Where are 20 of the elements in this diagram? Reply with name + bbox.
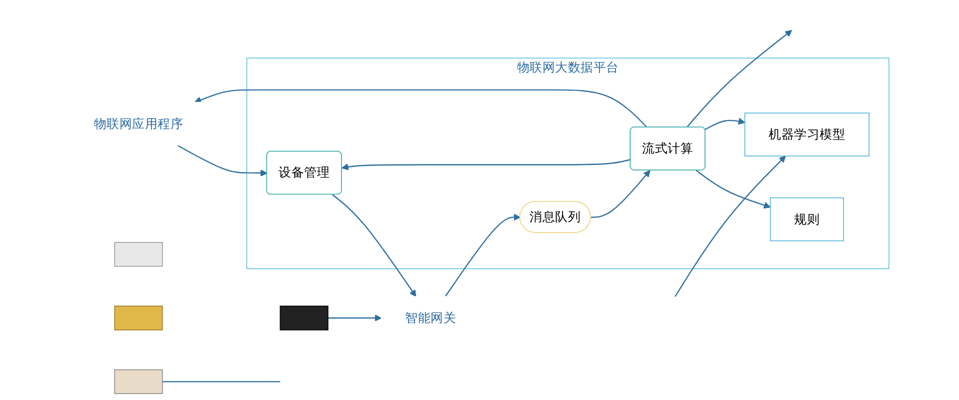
node-text: 智能网关: [405, 310, 456, 326]
arrow: [696, 170, 771, 209]
arrow: [590, 170, 650, 218]
node-box: 规则: [770, 197, 844, 242]
node-text: 物联网应用程序: [94, 116, 184, 131]
arrow: [194, 89, 648, 128]
arrow: [177, 144, 268, 176]
node-box: 机器学习模型: [744, 112, 870, 156]
arrow: [444, 214, 521, 297]
node-box: [114, 242, 163, 267]
connector: [162, 381, 280, 382]
node-box: [280, 306, 328, 330]
arrow: [328, 314, 382, 322]
arrow: [342, 158, 631, 170]
arrow: [674, 156, 786, 297]
node-box: [114, 306, 163, 330]
arrow: [686, 30, 792, 128]
arrow: [332, 194, 416, 297]
arrow: [704, 118, 746, 130]
node-box: [114, 369, 163, 394]
